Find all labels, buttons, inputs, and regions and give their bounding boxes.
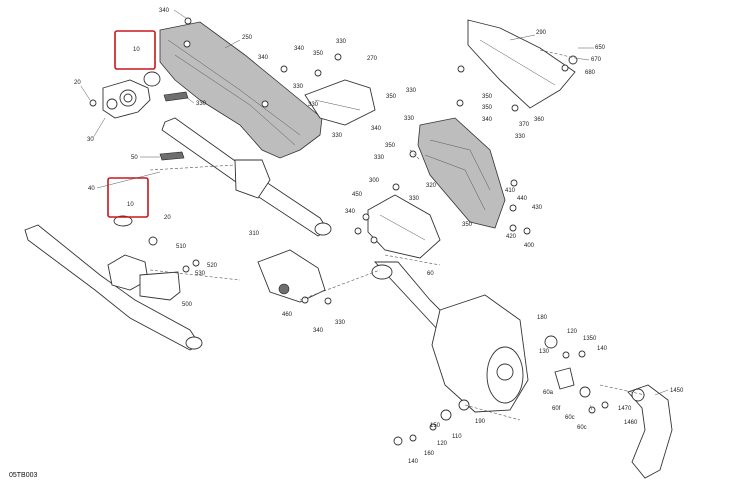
callout-340: 340 bbox=[482, 117, 493, 123]
callout-680: 680 bbox=[585, 70, 596, 76]
callout-250: 250 bbox=[242, 35, 253, 41]
callout-410: 410 bbox=[505, 188, 516, 194]
callout-500: 500 bbox=[182, 302, 193, 308]
bracket-300 bbox=[367, 194, 441, 259]
callout-430: 430 bbox=[532, 205, 543, 211]
diagram-code: 05TB003 bbox=[9, 472, 38, 479]
callout-350: 350 bbox=[385, 143, 396, 149]
callout-370: 370 bbox=[519, 122, 530, 128]
muffler-60 bbox=[371, 261, 529, 413]
callout-340: 340 bbox=[371, 126, 382, 132]
callout-330: 330 bbox=[335, 320, 346, 326]
callout-330: 330 bbox=[404, 116, 415, 122]
callout-160: 160 bbox=[424, 451, 435, 457]
callout-420: 420 bbox=[506, 234, 517, 240]
callout-60c: 60c bbox=[577, 425, 587, 431]
callout-510: 510 bbox=[176, 244, 187, 250]
callout-120: 120 bbox=[567, 329, 578, 335]
callout-130: 130 bbox=[539, 349, 550, 355]
callout-340: 340 bbox=[258, 55, 269, 61]
callout-320: 320 bbox=[426, 183, 437, 189]
callout-440: 440 bbox=[517, 196, 528, 202]
callout-450: 450 bbox=[352, 192, 363, 198]
callout-530: 530 bbox=[195, 271, 206, 277]
callout-50: 50 bbox=[131, 155, 138, 161]
callout-1350: 1350 bbox=[583, 336, 597, 342]
callout-330: 330 bbox=[196, 101, 207, 107]
callout-labels: 340 250 10 20 30 330 50 340 330 350 330 … bbox=[74, 8, 684, 465]
callout-110: 110 bbox=[452, 434, 462, 440]
callout-60f: 60f bbox=[552, 406, 561, 412]
callout-140: 140 bbox=[597, 346, 608, 352]
callout-330: 330 bbox=[293, 84, 304, 90]
callout-60a: 60a bbox=[543, 390, 554, 396]
callout-330: 330 bbox=[374, 155, 385, 161]
callout-180: 180 bbox=[537, 315, 548, 321]
callout-350: 350 bbox=[482, 105, 493, 111]
callout-650: 650 bbox=[595, 45, 606, 51]
callout-330: 330 bbox=[409, 196, 420, 202]
callout-20: 20 bbox=[164, 215, 171, 221]
highlight-box-gasket-top bbox=[114, 30, 156, 70]
callout-330: 330 bbox=[332, 133, 343, 139]
callout-10: 10 bbox=[127, 202, 134, 208]
callout-520: 520 bbox=[207, 263, 218, 269]
tail-pipe-1460 bbox=[627, 384, 673, 479]
callout-340: 340 bbox=[313, 328, 324, 334]
exhaust-manifold-30 bbox=[102, 79, 151, 119]
gasket-10-top bbox=[143, 71, 161, 87]
callout-330: 330 bbox=[336, 39, 347, 45]
callout-330: 330 bbox=[308, 102, 319, 108]
callout-330: 330 bbox=[406, 88, 417, 94]
callout-300: 300 bbox=[369, 178, 380, 184]
callout-20: 20 bbox=[74, 80, 81, 86]
callout-270: 270 bbox=[367, 56, 378, 62]
callout-190: 190 bbox=[475, 419, 486, 425]
callout-350: 350 bbox=[462, 222, 473, 228]
callout-120: 120 bbox=[437, 441, 448, 447]
front-pipe-40 bbox=[161, 117, 332, 237]
callout-360: 360 bbox=[534, 117, 545, 123]
gasket-10-bottom bbox=[113, 215, 133, 227]
callout-340: 340 bbox=[159, 8, 170, 14]
callout-350: 350 bbox=[386, 94, 397, 100]
callout-60c: 60c bbox=[565, 415, 575, 421]
bracket-270 bbox=[304, 79, 376, 126]
lower-pipe-assembly bbox=[24, 224, 203, 351]
callout-10: 10 bbox=[133, 47, 140, 53]
callout-340: 340 bbox=[294, 46, 305, 52]
callout-350: 350 bbox=[482, 94, 493, 100]
heat-shield-320 bbox=[417, 117, 506, 229]
callout-290: 290 bbox=[536, 30, 547, 36]
assembly-lines bbox=[149, 49, 646, 421]
callout-310: 310 bbox=[249, 231, 260, 237]
heat-shield-250 bbox=[159, 21, 323, 159]
callout-670: 670 bbox=[591, 57, 602, 63]
callout-400: 400 bbox=[524, 243, 535, 249]
bracket-310 bbox=[257, 249, 326, 303]
callout-1460: 1460 bbox=[624, 420, 638, 426]
callout-330: 330 bbox=[515, 134, 526, 140]
callout-350: 350 bbox=[313, 51, 324, 57]
spring-50 bbox=[159, 91, 189, 161]
callout-1470: 1470 bbox=[618, 406, 632, 412]
callout-150: 150 bbox=[430, 423, 441, 429]
callout-340: 340 bbox=[345, 209, 356, 215]
hardware-parts bbox=[89, 17, 609, 446]
callout-460: 460 bbox=[282, 312, 293, 318]
callout-60: 60 bbox=[427, 271, 434, 277]
callout-40: 40 bbox=[88, 186, 95, 192]
leader-lines bbox=[80, 9, 669, 411]
callout-1450: 1450 bbox=[670, 388, 684, 394]
callout-30: 30 bbox=[87, 137, 94, 143]
highlight-box-gasket-bottom bbox=[107, 177, 149, 218]
callout-140: 140 bbox=[408, 459, 419, 465]
washer-20 bbox=[148, 236, 158, 246]
